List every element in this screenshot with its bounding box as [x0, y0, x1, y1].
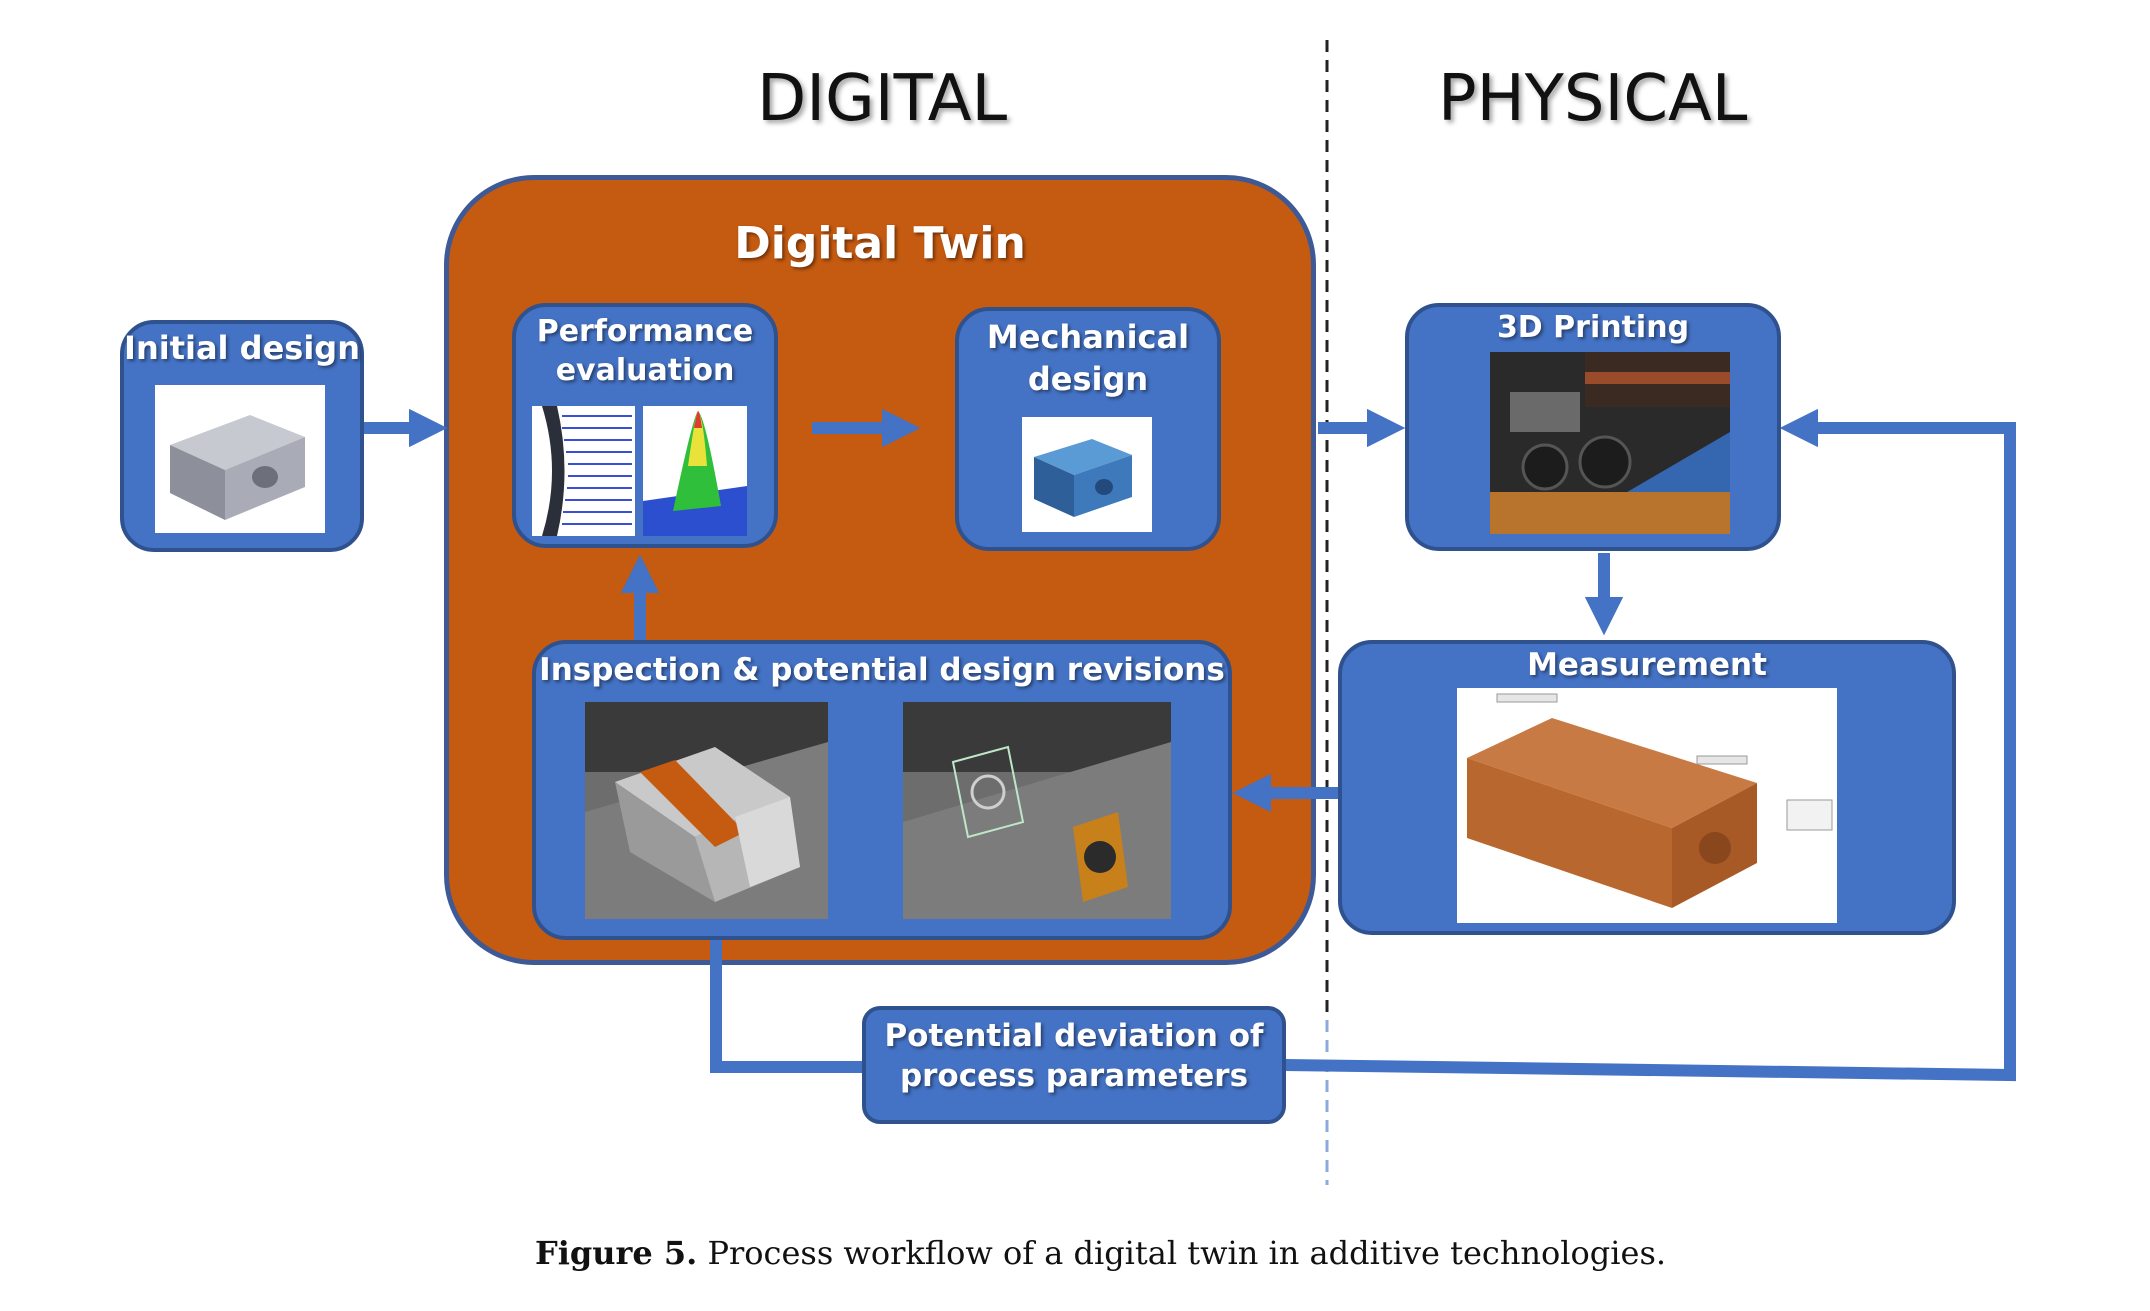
inspection-label: Inspection & potential design revisions	[539, 652, 1225, 688]
measurement-label: Measurement	[1527, 647, 1767, 683]
figure-caption-text: Process workflow of a digital twin in ad…	[707, 1234, 1667, 1272]
mechanical-design-image	[1022, 417, 1152, 532]
digital-twin-title: Digital Twin	[734, 218, 1026, 269]
figure-caption: Figure 5. Process workflow of a digital …	[535, 1234, 1666, 1272]
performance-simulation-image	[532, 406, 635, 536]
printing-label: 3D Printing	[1496, 310, 1690, 345]
section-title-physical: PHYSICAL	[1438, 62, 1748, 136]
measurement-image	[1457, 688, 1837, 923]
section-title-digital: DIGITAL	[757, 62, 1008, 136]
inspection-image-right	[903, 702, 1171, 919]
inspection-image-left	[585, 702, 828, 919]
deviation-box	[862, 1006, 1286, 1124]
initial-design-image	[155, 385, 325, 533]
performance-evaluation-label: Performance evaluation	[536, 314, 754, 388]
mechanical-design-label: Mechanical design	[986, 318, 1190, 398]
line-inspection-to-deviation	[710, 940, 866, 1073]
deviation-label: Potential deviation of process parameter…	[884, 1018, 1264, 1095]
arrow-deviation-to-printing	[1284, 408, 2016, 1082]
figure-caption-label: Figure 5.	[535, 1234, 698, 1272]
initial-design-label: Initial design	[124, 329, 360, 367]
performance-peak-plot-image	[643, 406, 747, 536]
printing-photo	[1490, 352, 1730, 534]
